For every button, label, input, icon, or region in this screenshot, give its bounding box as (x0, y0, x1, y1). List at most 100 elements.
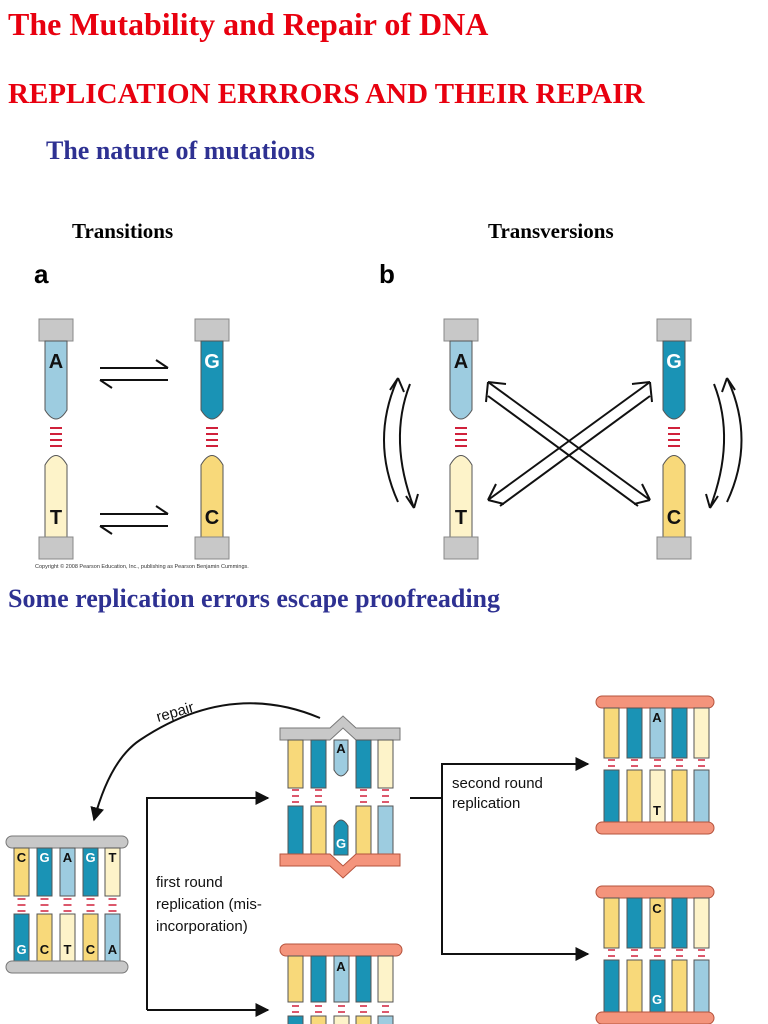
hydrogen-bonds (292, 1005, 389, 1013)
base-c (671, 959, 688, 1013)
base-t (377, 955, 394, 1003)
first-round-label-line3: incorporation) (156, 918, 248, 935)
base-letter: C (40, 942, 50, 957)
page-title: The Mutability and Repair of DNA (8, 6, 489, 42)
base-letter: C (667, 507, 681, 529)
base-a (449, 340, 473, 420)
transversion-pair-gc: G C (656, 318, 692, 560)
base-letter: T (455, 507, 467, 529)
base-letter: A (63, 850, 73, 865)
first-round-label-line2: replication (mis- (156, 896, 262, 913)
panel-letter-a: a (34, 259, 49, 289)
base-g (355, 955, 372, 1003)
second-round-label-line1: second round (452, 775, 543, 792)
base-letter: T (64, 942, 72, 957)
base-t (104, 847, 121, 897)
backbone-block (194, 536, 230, 560)
lower-copy-duplex: A (279, 943, 403, 1024)
base-t (693, 897, 710, 949)
base-g (200, 340, 224, 420)
base-g (671, 707, 688, 759)
repair-arrow (90, 702, 321, 822)
base-a (377, 805, 394, 856)
backbone-bottom (595, 821, 715, 835)
first-round-arrow-up (146, 791, 270, 1010)
crossing-arrows (485, 381, 653, 507)
base-a-mismatch (333, 739, 349, 777)
hydrogen-bonds (40, 898, 49, 912)
base-c (200, 455, 224, 538)
base-c (671, 769, 688, 823)
base-g (82, 847, 99, 897)
base-c (626, 769, 643, 823)
backbone-block (656, 536, 692, 560)
base-letter: C (652, 901, 662, 916)
backbone-block (443, 536, 479, 560)
backbone-block (194, 318, 230, 342)
hydrogen-bonds (86, 898, 95, 912)
base-a (377, 1015, 394, 1024)
base-g (671, 897, 688, 949)
base-a (649, 707, 666, 759)
result-duplex-at: A T (595, 695, 715, 835)
base-g-mismatch (333, 819, 349, 856)
hydrogen-bonds (206, 427, 218, 447)
base-letter: T (653, 803, 661, 818)
base-a (44, 340, 68, 420)
backbone-block (656, 318, 692, 342)
base-g (310, 955, 327, 1003)
hydrogen-bonds (668, 427, 680, 447)
base-g (287, 1015, 304, 1024)
base-a (693, 769, 710, 823)
base-c (13, 847, 30, 897)
repair-label: repair (154, 699, 196, 726)
backbone-bottom (5, 960, 129, 974)
base-c (355, 805, 372, 856)
hydrogen-bonds (17, 898, 26, 912)
hydrogen-bonds (608, 759, 705, 767)
panel-letter-b: b (379, 259, 395, 289)
transition-pair-at: A T (38, 318, 74, 560)
mismatch-duplex: A G (279, 715, 401, 879)
base-c (355, 1015, 372, 1024)
result-duplex-cg: C G (595, 885, 715, 1024)
base-g (36, 847, 53, 897)
base-c (287, 955, 304, 1003)
base-letter: A (336, 959, 346, 974)
base-a (333, 955, 350, 1003)
base-letter: G (666, 351, 682, 373)
curved-arrows-left (383, 377, 419, 509)
equilibrium-arrow-bottom (99, 505, 169, 535)
copyright-notice: Copyright © 2008 Pearson Education, Inc.… (35, 564, 249, 570)
equilibrium-arrow-top (99, 359, 169, 389)
second-round-arrow-down (441, 798, 590, 961)
base-g (355, 739, 372, 789)
base-t (44, 455, 68, 538)
base-letter: A (652, 710, 662, 725)
transversions-label: Transversions (488, 219, 614, 243)
hydrogen-bonds (108, 898, 117, 912)
base-g (662, 340, 686, 420)
backbone-top (595, 885, 715, 899)
base-g (603, 959, 620, 1013)
base-g (626, 707, 643, 759)
base-letter: T (50, 507, 62, 529)
backbone-bottom (595, 1011, 715, 1024)
transversion-pair-at: A T (443, 318, 479, 560)
base-g (603, 769, 620, 823)
backbone-block (38, 536, 74, 560)
base-c (310, 805, 327, 856)
base-t (333, 1015, 350, 1024)
base-a (59, 847, 76, 897)
hydrogen-bonds (63, 898, 72, 912)
base-a (693, 959, 710, 1013)
backbone-top (595, 695, 715, 709)
base-letter: G (652, 992, 662, 1007)
base-letter: C (86, 942, 96, 957)
base-letter: C (205, 507, 219, 529)
base-letter: G (336, 836, 346, 851)
second-round-arrow-up (410, 757, 590, 799)
base-t (377, 739, 394, 789)
base-letter: G (16, 942, 26, 957)
